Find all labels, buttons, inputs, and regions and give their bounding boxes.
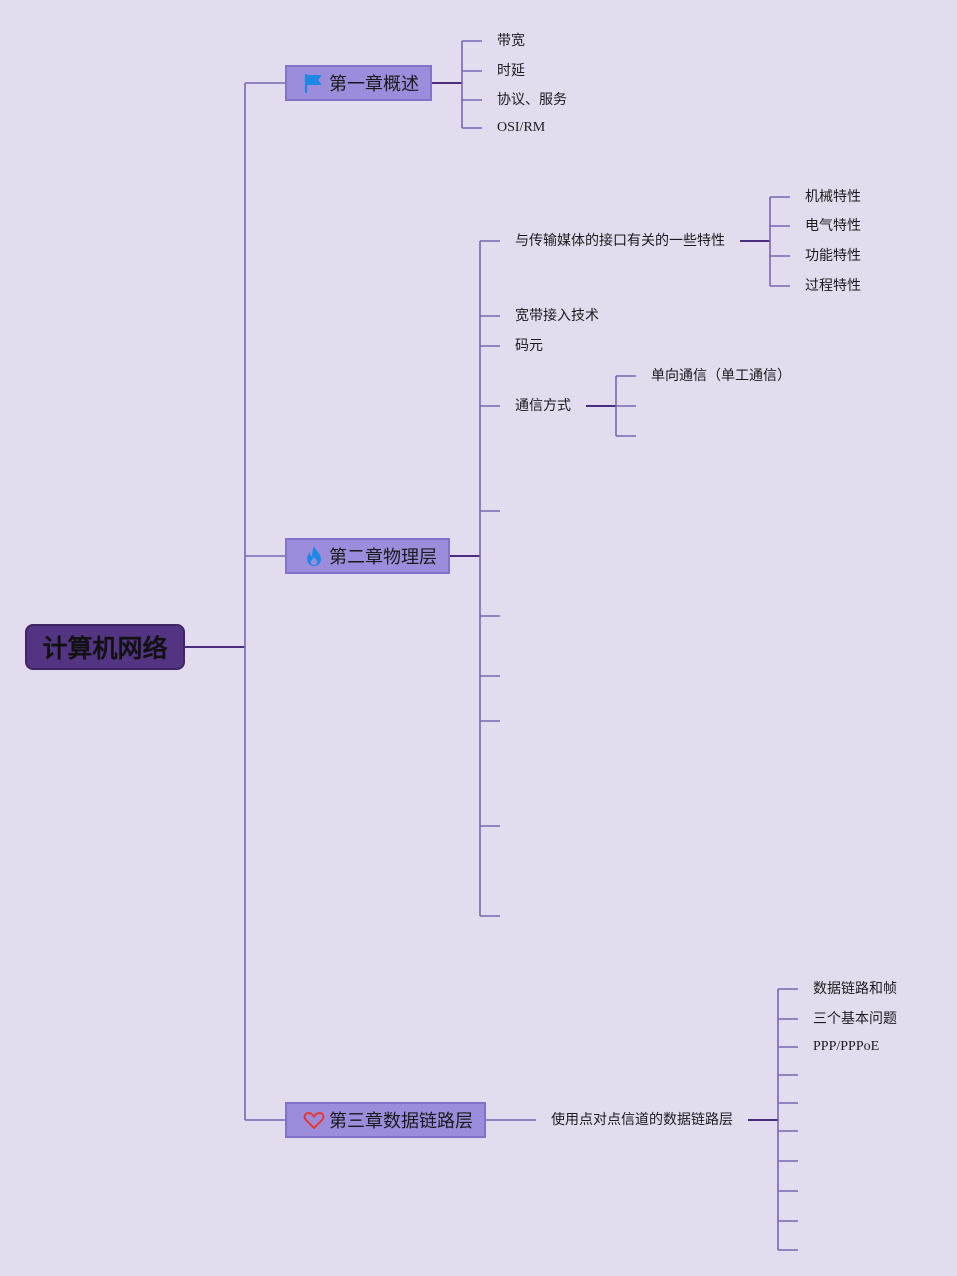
topic-simplex[interactable]: 单向通信（单工通信） (651, 368, 791, 384)
flame-icon (303, 545, 325, 567)
topic-mechanical[interactable]: 机械特性 (805, 189, 861, 205)
topic-chapter2-label: 第二章物理层 (329, 547, 437, 568)
topic-chapter2[interactable]: 第二章物理层 (285, 538, 450, 574)
topic-ptp-link-layer[interactable]: 使用点对点信道的数据链路层 (551, 1112, 733, 1128)
topic-functional[interactable]: 功能特性 (805, 248, 861, 264)
topic-delay[interactable]: 时延 (497, 63, 525, 79)
topic-osi-rm[interactable]: OSI/RM (497, 120, 546, 135)
topic-media-interface[interactable]: 与传输媒体的接口有关的一些特性 (515, 233, 725, 249)
topic-three-basic-problems[interactable]: 三个基本问题 (813, 1011, 897, 1027)
topic-bandwidth[interactable]: 带宽 (497, 33, 525, 49)
topic-ppp-pppoe[interactable]: PPP/PPPoE (813, 1039, 880, 1054)
topic-link-and-frame[interactable]: 数据链路和帧 (813, 981, 897, 997)
flag-icon (303, 72, 325, 94)
topic-broadband-access[interactable]: 宽带接入技术 (515, 308, 599, 324)
root-topic[interactable]: 计算机网络 (25, 624, 185, 670)
topic-communication-mode[interactable]: 通信方式 (515, 398, 571, 414)
topic-protocol-service[interactable]: 协议、服务 (497, 92, 567, 108)
topic-procedural[interactable]: 过程特性 (805, 278, 861, 294)
topic-chapter1-label: 第一章概述 (329, 74, 419, 95)
topic-chapter3-label: 第三章数据链路层 (329, 1111, 473, 1132)
topic-symbol[interactable]: 码元 (515, 338, 543, 354)
topic-chapter1[interactable]: 第一章概述 (285, 65, 432, 101)
topic-chapter3[interactable]: 第三章数据链路层 (285, 1102, 486, 1138)
topic-electrical[interactable]: 电气特性 (805, 218, 861, 234)
heart-icon (303, 1109, 325, 1131)
